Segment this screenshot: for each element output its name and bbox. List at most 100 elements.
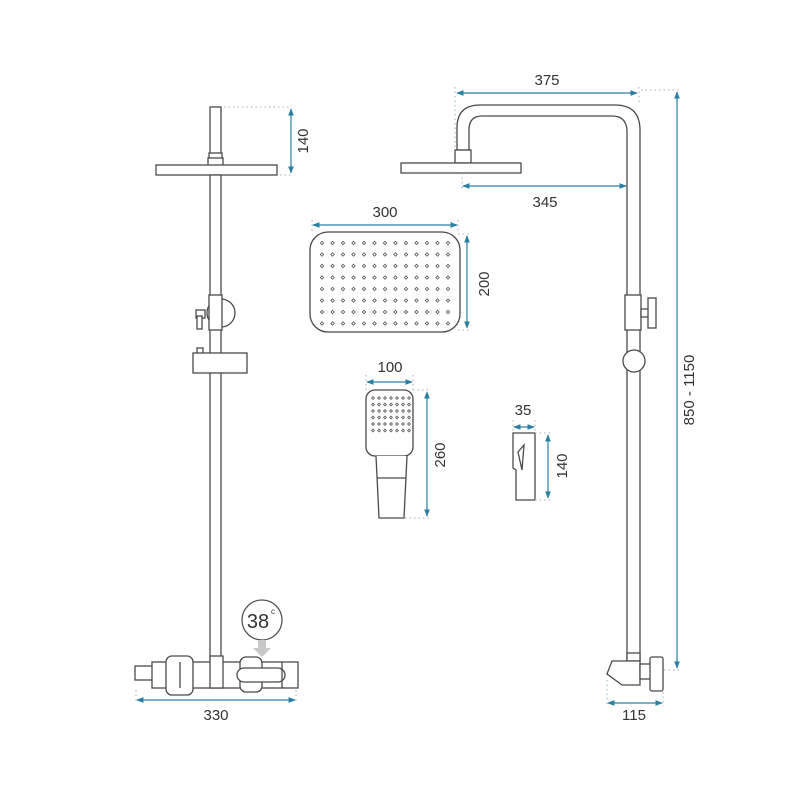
nozzle-dot	[389, 428, 393, 433]
dim-label-holder-height: 140	[554, 453, 571, 478]
nozzle-dot	[401, 415, 405, 420]
nozzle-dot	[393, 240, 398, 246]
nozzle-dot	[340, 298, 346, 303]
nozzle-dot	[382, 321, 388, 326]
nozzle-dot	[445, 252, 451, 257]
right-shower-column	[400, 104, 664, 692]
nozzle-dot	[372, 309, 377, 315]
nozzle-dot	[445, 263, 451, 269]
temperature-unit: c	[271, 607, 275, 616]
rain-head-side-right	[400, 162, 522, 174]
nozzle-dot	[377, 402, 381, 407]
nozzle-dot	[340, 275, 346, 280]
nozzle-dot	[340, 309, 346, 315]
nozzle-dot	[361, 309, 367, 315]
nozzle-dot	[382, 309, 388, 315]
slider-holder	[192, 352, 248, 374]
nozzle-dot	[319, 286, 325, 292]
dim-label-thermostat-width: 330	[203, 707, 228, 724]
dim-label-head-offset: 345	[532, 194, 557, 211]
nozzle-dot	[414, 275, 419, 280]
nozzle-dot	[435, 298, 440, 303]
nozzle-dot	[377, 396, 381, 400]
nozzle-dot	[395, 422, 399, 426]
dimension-left-top: 140	[224, 106, 312, 176]
riser-pipe	[209, 174, 222, 661]
nozzle-dot	[361, 286, 367, 292]
nozzle-dot	[407, 402, 411, 407]
nozzle-dot	[371, 422, 375, 426]
nozzle-dot	[371, 396, 375, 400]
dim-label-hand-width: 100	[377, 359, 402, 376]
nozzle-dot	[407, 428, 411, 433]
nozzle-dot	[383, 409, 387, 413]
nozzle-dot	[389, 422, 393, 426]
nozzle-dot	[395, 415, 399, 420]
nozzle-dot	[389, 396, 393, 400]
nozzle-dot	[383, 415, 387, 420]
dim-label-head-depth: 200	[476, 271, 493, 296]
nozzle-dot	[407, 422, 411, 426]
nozzle-dot	[435, 321, 440, 326]
nozzle-dot	[351, 275, 356, 280]
nozzle-dot	[403, 263, 409, 269]
nozzle-dot	[401, 422, 405, 426]
nozzle-dot	[319, 275, 325, 280]
nozzle-dot	[377, 422, 381, 426]
nozzle-dot	[319, 240, 325, 246]
nozzle-dot	[371, 415, 375, 420]
nozzle-dot	[377, 428, 381, 433]
nozzle-dot	[361, 263, 367, 269]
nozzle-dot	[445, 286, 451, 292]
nozzle-dot	[395, 402, 399, 407]
dim-label-arm-length: 375	[534, 72, 559, 89]
nozzle-dot	[445, 321, 451, 326]
nozzle-dot	[414, 309, 419, 315]
nozzle-dot	[445, 309, 451, 315]
nozzle-dot	[330, 321, 335, 326]
nozzle-dot	[330, 286, 335, 292]
nozzle-dot	[401, 409, 405, 413]
nozzle-dot	[445, 240, 451, 246]
dimension-wall-depth: 115	[606, 680, 664, 724]
nozzle-dot	[395, 409, 399, 413]
thermostat-mixer: 38 c	[134, 599, 299, 696]
nozzle-dot	[319, 252, 325, 257]
dim-label-hand-length: 260	[432, 442, 449, 467]
nozzle-dot	[424, 286, 430, 292]
dimension-total-height: 850 - 1150	[641, 89, 698, 671]
dimension-arm-length: 375	[454, 72, 640, 150]
nozzle-dot	[389, 415, 393, 420]
nozzle-dot	[435, 240, 440, 246]
nozzle-dot	[361, 240, 367, 246]
nozzle-dot	[403, 321, 409, 326]
nozzle-dot	[340, 252, 346, 257]
nozzle-dot	[372, 252, 377, 257]
nozzle-dot	[424, 298, 430, 303]
nozzle-dot	[407, 396, 411, 400]
nozzle-dot	[393, 275, 398, 280]
nozzle-dot	[340, 286, 346, 292]
nozzle-dot	[330, 309, 335, 315]
nozzle-dot	[393, 252, 398, 257]
nozzle-dot	[372, 263, 377, 269]
nozzle-dot	[403, 286, 409, 292]
nozzle-dot	[403, 275, 409, 280]
nozzle-dot	[340, 240, 346, 246]
nozzle-dot	[383, 396, 387, 400]
nozzle-dot	[351, 298, 356, 303]
nozzle-dot	[382, 240, 388, 246]
nozzle-dot	[382, 298, 388, 303]
nozzle-dot	[407, 415, 411, 420]
nozzle-dot	[435, 286, 440, 292]
nozzle-dot	[435, 263, 440, 269]
nozzle-dot	[414, 286, 419, 292]
nozzle-dot	[383, 422, 387, 426]
nozzle-dot	[424, 321, 430, 326]
nozzle-dot	[424, 240, 430, 246]
nozzle-dot	[377, 409, 381, 413]
nozzle-dot	[445, 298, 451, 303]
nozzle-dot	[382, 252, 388, 257]
